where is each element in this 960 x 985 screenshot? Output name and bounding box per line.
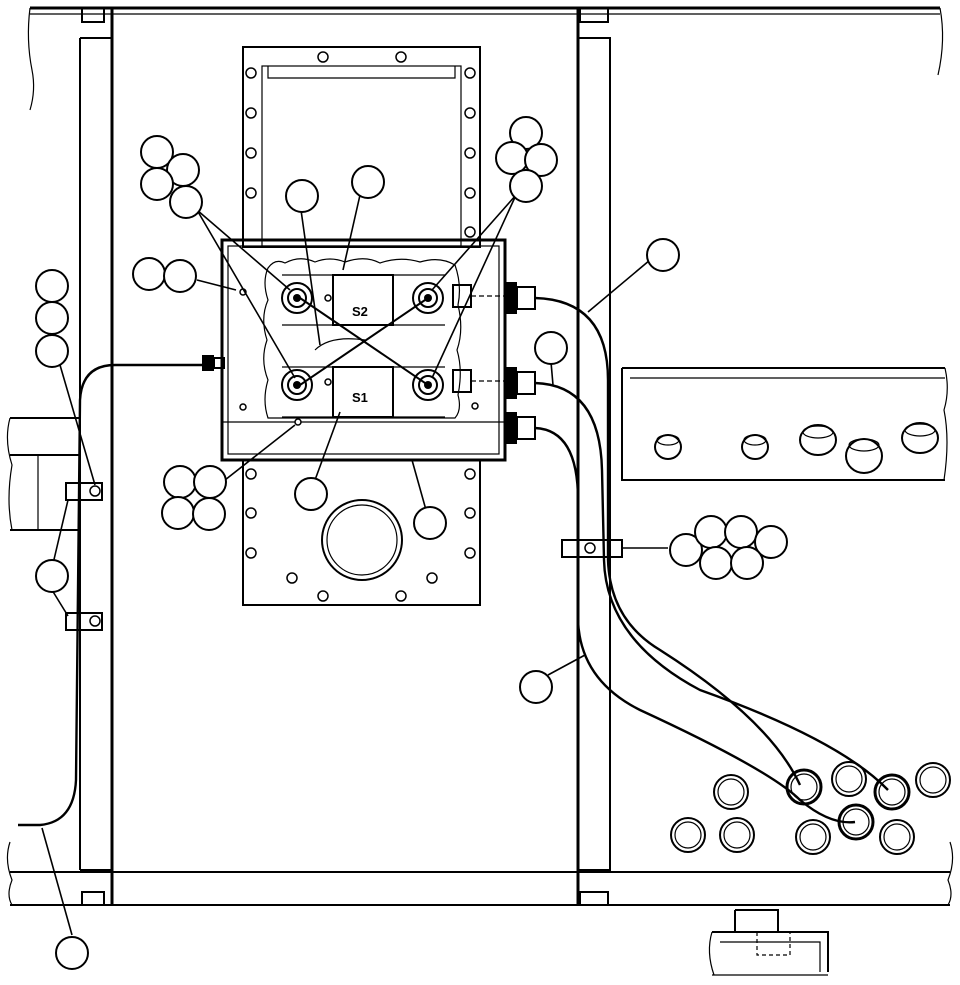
grommet-rail [621,367,948,481]
panel-frame [6,6,954,906]
callout-bubbles [35,116,788,970]
terminal-bottom-left [281,369,313,401]
terminal-top-left [281,282,313,314]
terminal-bottom-right [412,369,444,401]
upper-mounting-plate [242,46,481,248]
bottom-holes [670,761,951,855]
cable-connectors [452,282,536,444]
leader-lines [41,194,668,936]
switch-box: S2 S1 [202,238,536,462]
lower-mounting-plate [242,459,481,606]
cables [18,296,889,827]
switch-label-s2: S2 [352,304,368,319]
switch-label-s1: S1 [352,390,368,405]
terminal-top-right [412,282,444,314]
bottom-bracket [708,909,829,976]
